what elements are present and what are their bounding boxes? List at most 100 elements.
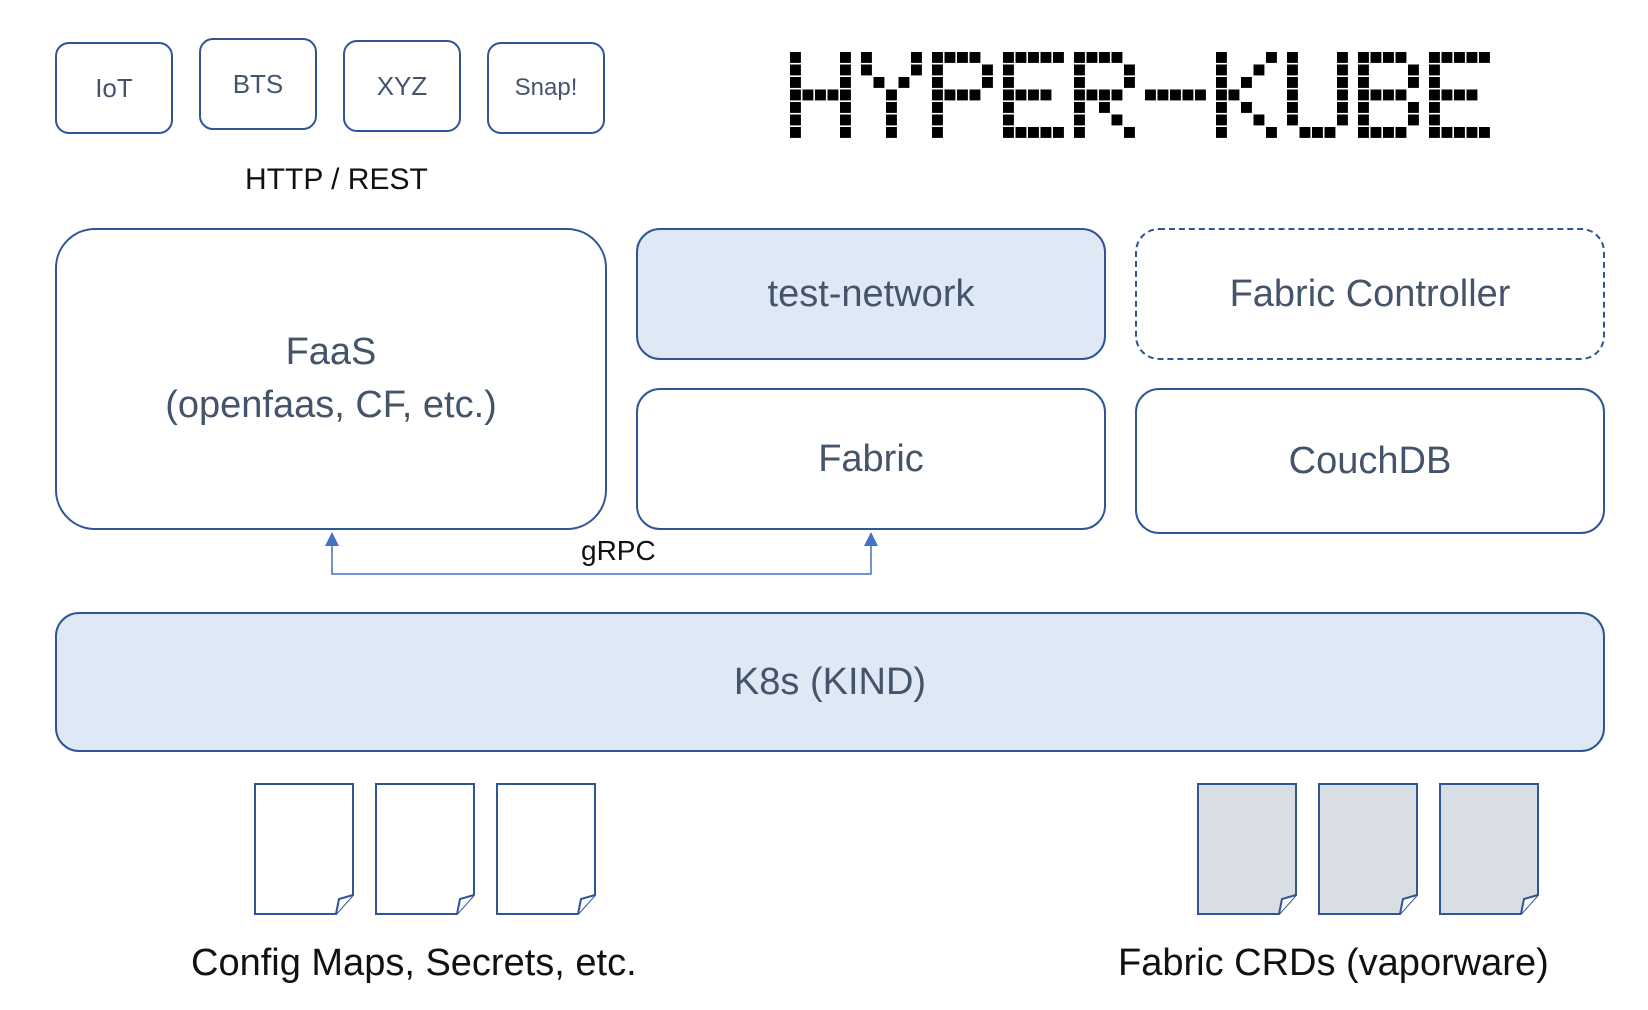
logo-pixel (1429, 52, 1440, 63)
logo-pixel (932, 114, 943, 126)
couchdb-box: CouchDB (1135, 388, 1605, 534)
client-xyz-label: XYZ (376, 70, 428, 101)
logo-pixel (1170, 89, 1181, 101)
logo-pixel (1216, 127, 1227, 138)
client-bts-label: BTS (232, 68, 284, 99)
logo-pixel (1241, 102, 1252, 113)
logo-pixel (1003, 89, 1014, 101)
logo-pixel (1266, 52, 1277, 63)
logo-pixel (1253, 114, 1265, 126)
logo-pixel (1003, 127, 1014, 138)
logo-pixel (1383, 52, 1394, 63)
logo-pixel (873, 77, 885, 88)
logo-pixel (1454, 52, 1465, 63)
logo-pixel (1358, 114, 1369, 126)
config-document-icon (375, 783, 475, 915)
logo-pixel (1015, 52, 1027, 63)
logo-pixel (1408, 64, 1419, 76)
logo-pixel (1454, 89, 1465, 101)
logo-pixel (790, 77, 801, 88)
logo-pixel (1429, 127, 1440, 138)
logo-pixel (840, 89, 851, 101)
logo-pixel (1195, 89, 1206, 101)
fabric-controller-label: Fabric Controller (1229, 272, 1511, 315)
logo-pixel (1479, 52, 1490, 63)
logo-pixel (1358, 52, 1369, 63)
logo-pixel (1337, 102, 1348, 113)
logo-pixel (982, 77, 993, 88)
logo-pixel (1003, 102, 1014, 113)
fabric-box: Fabric (636, 388, 1106, 530)
logo-pixel (1312, 127, 1323, 138)
logo-pixel (827, 89, 839, 101)
logo-pixel (932, 64, 943, 76)
logo-pixel (1287, 89, 1298, 101)
logo-pixel (1003, 64, 1014, 76)
logo-pixel (1241, 77, 1252, 88)
logo-pixel (1441, 52, 1453, 63)
logo-pixel (1015, 89, 1027, 101)
logo-pixel (1040, 52, 1052, 63)
logo-pixel (1337, 52, 1348, 63)
logo-pixel (911, 52, 922, 63)
logo-pixel (1408, 77, 1419, 88)
logo-pixel (982, 64, 993, 76)
logo-pixel (1337, 64, 1348, 76)
logo-pixel (1216, 77, 1227, 88)
config-document-icon (254, 783, 354, 915)
logo-pixel (1370, 89, 1382, 101)
client-iot: IoT (55, 42, 173, 134)
logo-pixel (802, 89, 814, 101)
logo-pixel (1287, 77, 1298, 88)
logo-pixel (840, 114, 851, 126)
logo-pixel (932, 77, 943, 88)
logo-pixel (886, 114, 897, 126)
logo-pixel (790, 89, 801, 101)
k8s-label: K8s (KIND) (733, 660, 927, 703)
logo-pixel (1099, 89, 1110, 101)
logo-pixel (840, 64, 851, 76)
grpc-label: gRPC (581, 535, 656, 566)
logo-pixel (1086, 89, 1098, 101)
logo-pixel (1216, 114, 1227, 126)
logo-pixel (790, 64, 801, 76)
logo-pixel (790, 102, 801, 113)
logo-pixel (1182, 89, 1194, 101)
logo-pixel (1429, 102, 1440, 113)
logo-pixel (1124, 64, 1135, 76)
logo-pixel (1074, 77, 1085, 88)
logo-pixel (1040, 89, 1052, 101)
logo-pixel (1337, 89, 1348, 101)
logo-pixel (886, 127, 897, 138)
logo-pixel (898, 77, 910, 88)
logo-pixel (1028, 89, 1039, 101)
logo-pixel (1216, 102, 1227, 113)
client-snap: Snap! (487, 42, 605, 134)
logo-pixel (932, 127, 943, 138)
logo-pixel (932, 52, 943, 63)
logo-pixel (1111, 52, 1123, 63)
logo-pixel (1429, 89, 1440, 101)
couchdb-label: CouchDB (1288, 439, 1452, 482)
k8s-box: K8s (KIND) (55, 612, 1605, 752)
logo-pixel (1358, 102, 1369, 113)
logo-pixel (1370, 127, 1382, 138)
fabric-label: Fabric (818, 437, 924, 480)
config-document-icon (496, 783, 596, 915)
logo-pixel (1287, 102, 1298, 113)
logo-pixel (790, 127, 801, 138)
logo-pixel (1287, 64, 1298, 76)
logo-pixel (1003, 77, 1014, 88)
logo-pixel (1253, 64, 1265, 76)
logo-pixel (1383, 89, 1394, 101)
logo-pixel (1111, 114, 1123, 126)
logo-pixel (1040, 127, 1052, 138)
logo-pixel (1074, 102, 1085, 113)
logo-pixel (1287, 52, 1298, 63)
test-network-box: test-network (636, 228, 1106, 360)
logo-pixel (1266, 127, 1277, 138)
logo-pixel (911, 64, 922, 76)
logo-pixel (1287, 114, 1298, 126)
logo-pixel (1466, 52, 1478, 63)
logo-pixel (1429, 64, 1440, 76)
